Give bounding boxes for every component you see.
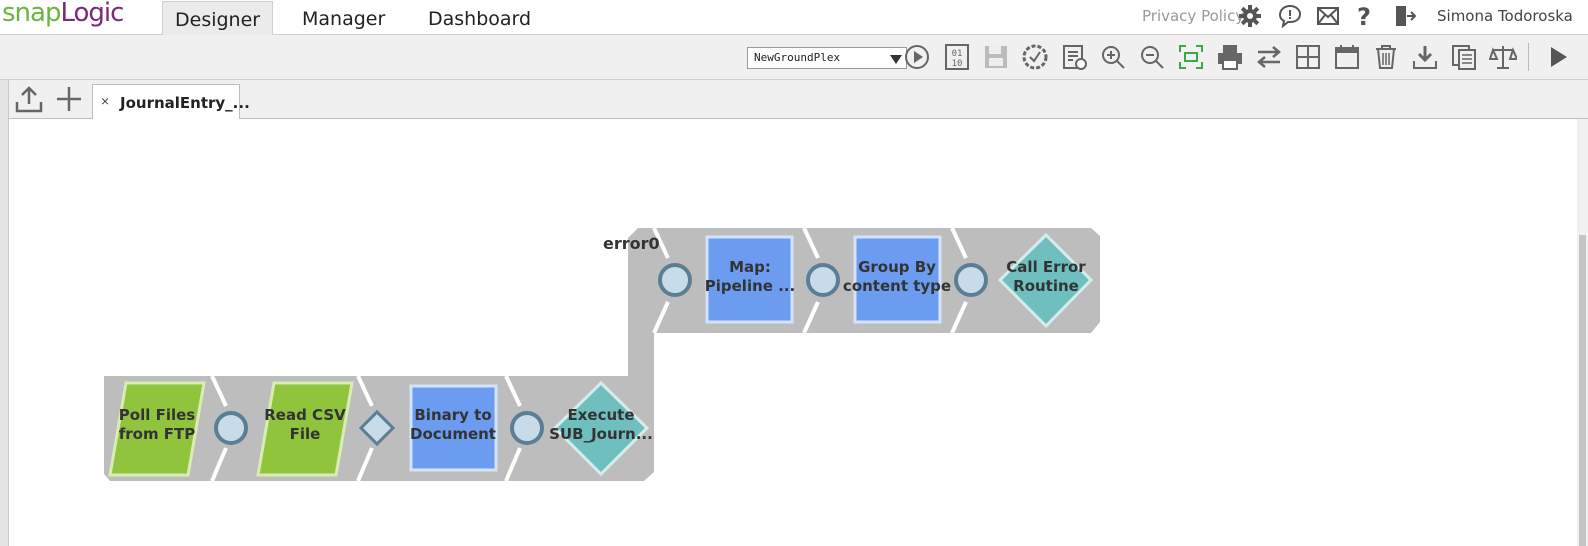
snap-label: SUB_Journ... (549, 425, 653, 443)
add-pipeline-icon[interactable] (52, 82, 86, 116)
snap-label: File (290, 425, 321, 443)
snap-read-csv-file[interactable]: Read CSV File (256, 381, 354, 477)
help-icon[interactable]: ? (1352, 4, 1376, 28)
copy-icon[interactable] (1450, 43, 1478, 71)
pipeline-canvas[interactable]: Poll Files from FTP Read CSV File Binary… (10, 119, 1576, 546)
logo-logic-text: Logic (60, 0, 124, 28)
designer-toolbar: NewGroundPlex 01 10 (0, 35, 1588, 80)
left-panel-handle[interactable] (0, 80, 9, 546)
error-view-label: error0 (603, 234, 660, 253)
snap-poll-files-from-ftp[interactable]: Poll Files from FTP (108, 381, 206, 477)
snap-group-by-content-type[interactable]: Group By content type (843, 235, 951, 324)
delete-icon[interactable] (1372, 43, 1400, 71)
alert-bubble-icon[interactable] (1278, 4, 1302, 28)
logo-snap-text: snap (2, 0, 61, 28)
snap-binary-to-document[interactable]: Binary to Document (409, 384, 498, 472)
close-tab-icon[interactable]: × (101, 93, 110, 109)
snap-label: from FTP (119, 425, 196, 443)
snap-label: Routine (1013, 277, 1079, 295)
pipeline-diagram: Poll Files from FTP Read CSV File Binary… (104, 227, 1100, 482)
snap-call-error-routine[interactable]: Call Error Routine (997, 232, 1094, 329)
download-icon[interactable] (1411, 43, 1439, 71)
run-icon[interactable] (1544, 43, 1572, 71)
snap-label: Map: (729, 258, 771, 276)
logout-icon[interactable] (1393, 4, 1417, 28)
snap-label: Binary to (414, 406, 491, 424)
snap-label: content type (843, 277, 951, 295)
vertical-scrollbar-thumb[interactable] (1579, 235, 1586, 546)
mail-icon[interactable] (1316, 4, 1340, 28)
snap-label: Pipeline ... (705, 277, 796, 295)
save-icon[interactable] (982, 43, 1010, 71)
snap-label: Document (410, 425, 496, 443)
zoom-in-icon[interactable] (1099, 43, 1127, 71)
svg-text:10: 10 (952, 59, 963, 69)
svg-text:?: ? (1357, 4, 1371, 28)
output-view-4[interactable] (806, 263, 840, 297)
pipeline-tab-bar: × JournalEntry_... (0, 80, 1588, 119)
upload-icon[interactable] (12, 82, 46, 116)
top-nav-bar: snapLogic Designer Manager Dashboard Pri… (0, 0, 1588, 35)
gear-icon[interactable] (1238, 4, 1262, 28)
error-input-view[interactable] (658, 263, 692, 297)
tab-journalentry[interactable]: × JournalEntry_... (92, 84, 250, 119)
svg-text:01: 01 (952, 49, 963, 59)
toolbar-divider (1528, 43, 1529, 71)
output-view-1[interactable] (214, 411, 248, 445)
track-separators (210, 227, 968, 482)
compare-icon[interactable] (1489, 43, 1517, 71)
binary-icon[interactable]: 01 10 (943, 43, 971, 71)
grid-icon[interactable] (1294, 43, 1322, 71)
snaplex-select[interactable]: NewGroundPlex (747, 47, 907, 69)
calendar-icon[interactable] (1333, 43, 1361, 71)
snap-label: Read CSV (264, 406, 346, 424)
output-view-5[interactable] (954, 263, 988, 297)
tab-label: JournalEntry_... (120, 94, 250, 112)
user-name[interactable]: Simona Todoroska (1437, 7, 1573, 25)
nav-tab-designer[interactable]: Designer (162, 1, 274, 35)
snap-label: Call Error (1006, 258, 1086, 276)
output-view-2[interactable] (358, 409, 396, 447)
snap-execute-sub-journ[interactable]: Execute SUB_Journ... (549, 380, 653, 477)
snaplogic-logo[interactable]: snapLogic (2, 0, 124, 28)
execute-icon[interactable] (903, 43, 931, 71)
pipeline-track (104, 228, 1100, 481)
nav-tab-dashboard[interactable]: Dashboard (428, 8, 532, 30)
snap-label: Execute (567, 406, 634, 424)
privacy-policy-link[interactable]: Privacy Policy (1142, 7, 1245, 25)
zoom-out-icon[interactable] (1138, 43, 1166, 71)
dropdown-arrow-icon (890, 55, 902, 64)
print-icon[interactable] (1216, 43, 1244, 71)
validate-icon[interactable] (1021, 43, 1049, 71)
fit-to-screen-icon[interactable] (1177, 43, 1205, 71)
snap-label: Group By (858, 258, 936, 276)
output-view-3[interactable] (510, 411, 544, 445)
swap-icon[interactable] (1255, 43, 1283, 71)
snap-map-pipeline[interactable]: Map: Pipeline ... (705, 235, 796, 324)
properties-icon[interactable] (1060, 43, 1088, 71)
snap-label: Poll Files (119, 406, 196, 424)
snaplex-select-value: NewGroundPlex (754, 51, 841, 64)
nav-tab-manager[interactable]: Manager (302, 8, 386, 30)
